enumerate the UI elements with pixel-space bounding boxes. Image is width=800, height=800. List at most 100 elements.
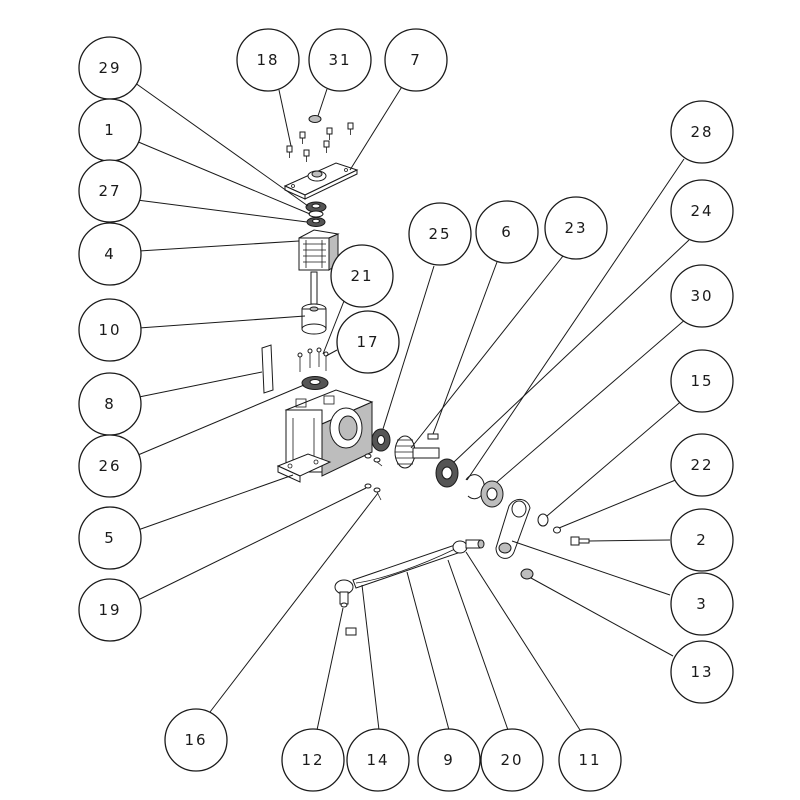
callout-10: 10: [78, 298, 142, 362]
callout-1: 1: [78, 98, 142, 162]
lever-arm-3: [495, 499, 531, 559]
leader-5: [137, 474, 294, 531]
leader-13: [530, 577, 674, 657]
callout-11: 11: [558, 728, 622, 792]
callout-14: 14: [346, 728, 410, 792]
motor-4: [298, 229, 340, 271]
screw: [326, 127, 333, 140]
callout-9: 9: [417, 728, 481, 792]
ball-joint-11: [452, 539, 485, 554]
leader-18: [278, 89, 292, 147]
tie-rod-9: [352, 544, 459, 589]
leader-2: [588, 539, 671, 542]
callout-label-7: 7: [410, 51, 422, 69]
screw: [303, 149, 310, 162]
callout-label-2: 2: [696, 531, 708, 549]
callout-2: 2: [670, 508, 734, 572]
callout-label-11: 11: [578, 751, 601, 769]
callout-label-17: 17: [356, 333, 379, 351]
leader-15: [546, 397, 686, 517]
leader-lines: [130, 79, 690, 731]
callout-30: 30: [670, 264, 734, 328]
callout-13: 13: [670, 640, 734, 704]
callout-label-19: 19: [98, 601, 121, 619]
callout-25: 25: [408, 202, 472, 266]
key-6: [427, 433, 439, 440]
callout-27: 27: [78, 159, 142, 223]
callout-label-14: 14: [366, 751, 389, 769]
leader-11: [465, 551, 581, 731]
callout-label-6: 6: [501, 223, 513, 241]
bearing-24: [435, 458, 459, 488]
leader-27: [136, 199, 308, 223]
callout-12: 12: [281, 728, 345, 792]
bearing-25: [371, 428, 391, 452]
callout-3: 3: [670, 572, 734, 636]
pin: [316, 347, 322, 367]
callout-21: 21: [330, 244, 394, 308]
leader-21: [322, 300, 345, 355]
callout-label-12: 12: [301, 751, 324, 769]
leader-26: [137, 384, 305, 456]
callout-23: 23: [544, 196, 608, 260]
callout-label-23: 23: [564, 219, 587, 237]
callout-4: 4: [78, 222, 142, 286]
nut-13: [520, 568, 534, 580]
callout-label-5: 5: [104, 529, 116, 547]
leader-19: [137, 487, 367, 601]
callout-20: 20: [480, 728, 544, 792]
callout-label-28: 28: [690, 123, 713, 141]
callout-5: 5: [78, 506, 142, 570]
screw: [286, 145, 293, 158]
leader-14: [361, 584, 380, 731]
callout-16: 16: [164, 708, 228, 772]
callout-31: 31: [308, 28, 372, 92]
screw: [299, 131, 306, 144]
gear-housing-5: [276, 389, 374, 483]
nut-12: [345, 627, 357, 636]
leader-6: [432, 261, 498, 435]
leader-12: [316, 607, 344, 731]
screw-group-18: [286, 122, 354, 162]
leader-9: [406, 571, 450, 731]
callout-label-10: 10: [98, 321, 121, 339]
leader-29: [130, 79, 309, 207]
seal-30: [480, 480, 504, 508]
screw-pair: [364, 453, 383, 467]
leader-20: [447, 559, 509, 731]
callout-29: 29: [78, 36, 142, 100]
leader-22: [558, 478, 679, 529]
top-plate-7: [283, 162, 359, 200]
leader-4: [138, 240, 300, 252]
screw: [323, 140, 330, 153]
callout-label-9: 9: [443, 751, 455, 769]
callout-7: 7: [384, 28, 448, 92]
washer-15: [537, 513, 549, 527]
leader-7: [349, 84, 404, 171]
callout-24: 24: [670, 179, 734, 243]
callout-28: 28: [670, 100, 734, 164]
screw: [347, 122, 354, 135]
callout-label-16: 16: [184, 731, 207, 749]
leader-31: [317, 88, 328, 117]
nut-22: [553, 526, 561, 534]
callout-label-25: 25: [428, 225, 451, 243]
leader-8: [138, 371, 263, 398]
screw-19: [364, 483, 372, 489]
callout-label-21: 21: [350, 267, 373, 285]
pin-group-17-21: [297, 347, 329, 372]
bolt-2: [570, 536, 590, 546]
callout-label-8: 8: [104, 395, 116, 413]
key-8: [261, 344, 274, 394]
leader-25: [382, 265, 435, 430]
worm-gear-shaft: [394, 435, 440, 469]
callout-label-22: 22: [690, 456, 713, 474]
callout-label-24: 24: [690, 202, 713, 220]
callout-label-20: 20: [500, 751, 523, 769]
leader-24: [453, 239, 690, 463]
leader-28: [466, 158, 685, 481]
leader-10: [138, 315, 306, 329]
washer-27: [306, 217, 326, 227]
callout-19: 19: [78, 578, 142, 642]
callout-15: 15: [670, 349, 734, 413]
